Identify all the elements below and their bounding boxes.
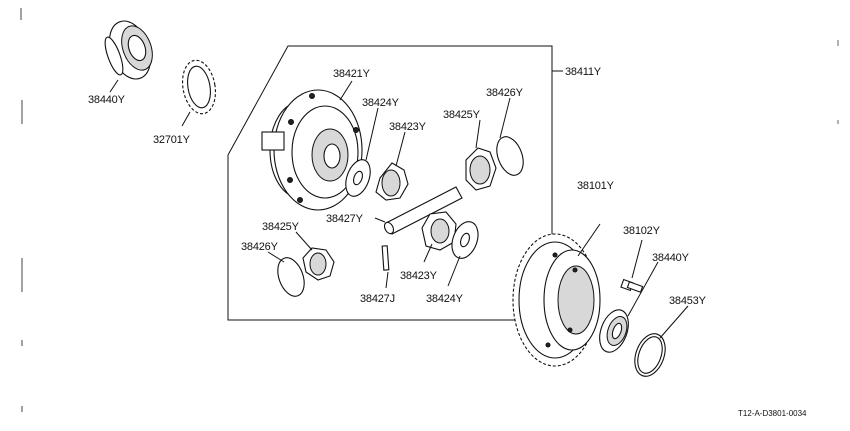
label-38101Y: 38101Y: [577, 180, 615, 192]
label-38453Y: 38453Y: [669, 295, 707, 307]
label-38411Y: 38411Y: [565, 66, 602, 78]
pulser-ring-32701: [182, 59, 216, 115]
pin-38427J: [381, 245, 390, 271]
thrust-washer-38426-top: [496, 136, 524, 176]
label-38427J: 38427J: [360, 293, 395, 305]
pinion-gear-38423-top: [375, 162, 409, 201]
label-38425Y-top: 38425Y: [443, 109, 481, 121]
label-38424Y-top: 38424Y: [362, 97, 400, 109]
side-gear-38425-top: [465, 147, 497, 191]
bearing-38440-right: [599, 309, 629, 353]
ring-gear-38101: [512, 233, 601, 367]
scan-marks: [20, 8, 839, 412]
side-gear-38425-left: [302, 247, 335, 281]
bearing-38440-top: [104, 20, 153, 80]
label-38424Y-bottom: 38424Y: [426, 293, 464, 305]
label-38423Y-top: 38423Y: [389, 121, 427, 133]
pinion-shaft-38427: [383, 186, 463, 235]
washer-38424-bottom: [451, 221, 479, 259]
figure-reference: T12-A-D3801-0034: [738, 409, 807, 418]
shim-38453: [634, 333, 666, 377]
thrust-washer-38426-left: [277, 257, 305, 297]
washer-38424-top: [345, 159, 371, 197]
label-38427Y: 38427Y: [326, 213, 364, 225]
label-38426Y-top: 38426Y: [486, 87, 524, 99]
label-38426Y-left: 38426Y: [241, 241, 279, 253]
label-38421Y: 38421Y: [333, 68, 371, 80]
pinion-gear-38423-bottom: [421, 211, 457, 251]
label-32701Y: 32701Y: [153, 134, 191, 146]
bolt-38102: [620, 278, 644, 293]
label-38440Y-top: 38440Y: [88, 94, 126, 106]
differential-case-38421: [261, 89, 363, 211]
label-38440Y-right: 38440Y: [652, 252, 690, 264]
label-38423Y-bottom: 38423Y: [400, 270, 438, 282]
label-38425Y-left: 38425Y: [262, 221, 300, 233]
label-38102Y: 38102Y: [623, 225, 661, 237]
case-assembly-outline: [227, 45, 553, 321]
